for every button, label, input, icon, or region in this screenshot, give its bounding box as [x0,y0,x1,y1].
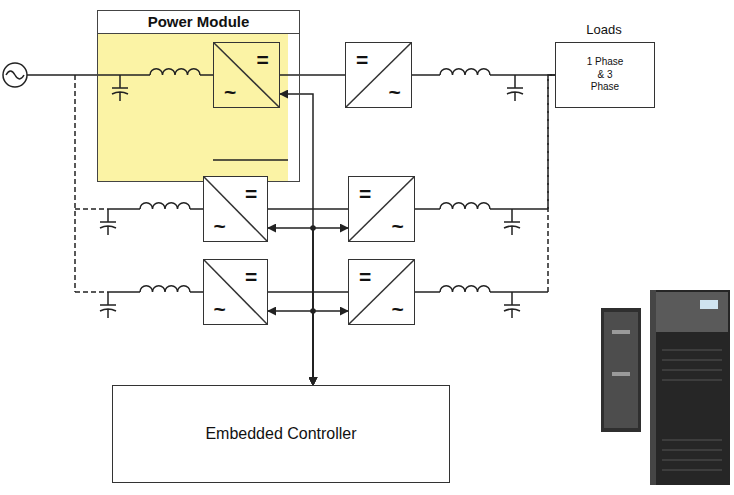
connector-line [548,75,555,292]
dc-symbol: = [356,49,368,70]
capacitor-symbol [504,292,520,318]
connector-line [548,75,555,209]
ac-symbol: ~ [392,298,404,319]
converter-diagonal [204,177,267,241]
connector [415,75,555,209]
capacitor-symbol [504,209,520,235]
capacitor-symbol [507,75,523,101]
converter-box: =~ [203,259,268,325]
converter-diagonal [349,177,414,241]
connector [313,311,348,385]
diagonal-line [349,177,414,241]
connector-line [268,311,313,385]
cabinet-face [604,312,638,428]
dc-symbol: = [359,183,371,204]
connector-line [268,228,313,385]
connector [280,94,313,385]
connector-line [415,291,548,293]
inductor-symbol [440,203,490,209]
dashed-wire [75,75,108,292]
converter-diagonal [214,43,279,107]
cabinet-trim [612,330,630,334]
converter-box: =~ [345,42,412,108]
module-fill [97,32,288,182]
inductor-group [440,69,490,292]
inductor-symbol [440,69,490,75]
cabinet-trim [612,372,630,376]
ac-symbol: ~ [214,215,226,236]
connector [268,228,313,385]
ac-symbol: ~ [214,298,226,319]
inductor-symbol [140,286,190,292]
connector [415,75,555,292]
controller-label: Embedded Controller [205,425,356,443]
converter-diagonal [346,43,411,107]
cabinet-top-panel [656,292,728,332]
inductor-symbol [440,286,490,292]
connector-line [280,94,313,385]
diagonal-line [349,260,414,324]
converter-box: =~ [213,42,280,108]
connector [412,75,555,76]
diagonal-line [204,260,267,324]
dc-symbol: = [359,266,371,287]
diagonal-line [346,43,411,107]
ups-cabinet-photo [601,290,730,485]
connector-line [280,74,345,76]
connector [268,292,348,293]
connector [280,75,345,76]
large-cabinet [650,290,730,485]
dc-symbol: = [257,49,269,70]
loads-frame: 1 Phase & 3 Phase [555,42,655,108]
converter-diagonal [204,260,267,324]
cabinet-vents [662,350,722,470]
converter-box: =~ [203,176,268,242]
ac-source [3,63,27,87]
capacitor-symbol [112,75,128,101]
capacitor-symbol [100,209,116,235]
module-title: Power Module [148,13,250,30]
small-cabinet [601,308,641,432]
connector-line [313,228,348,385]
module-box: Power Module=~ [97,10,300,182]
input-wire [108,209,203,292]
inductor-symbol [150,69,200,75]
diagonal-line [214,43,279,107]
inductor-symbol [140,203,190,209]
connector-line [268,208,348,210]
loads-heading: Loads [548,18,660,42]
cabinet-side [650,290,656,485]
converter-box: =~ [348,176,415,242]
dc-symbol: = [245,266,257,287]
connector [313,228,348,385]
ac-symbol: ~ [389,81,401,102]
connector [268,311,313,385]
dc-symbol: = [245,183,257,204]
converter-diagonal [349,260,414,324]
cabinet-display [700,300,718,309]
connector-line [268,291,348,293]
module-header: Power Module [98,11,299,34]
sine-symbol [6,71,24,79]
capacitor-symbol [100,292,116,318]
connector-line [415,208,548,210]
controller-box: Embedded Controller [112,385,450,483]
diagonal-line [204,177,267,241]
ac-symbol: ~ [392,215,404,236]
converter-box: =~ [348,259,415,325]
ac-symbol: ~ [224,81,236,102]
connector [268,209,348,210]
connector-line [412,74,555,76]
loads-text: 1 Phase & 3 Phase [583,56,627,94]
bus-wire [213,159,288,161]
loads-box: Loads 1 Phase & 3 Phase [548,18,660,110]
connector-line [313,311,348,385]
